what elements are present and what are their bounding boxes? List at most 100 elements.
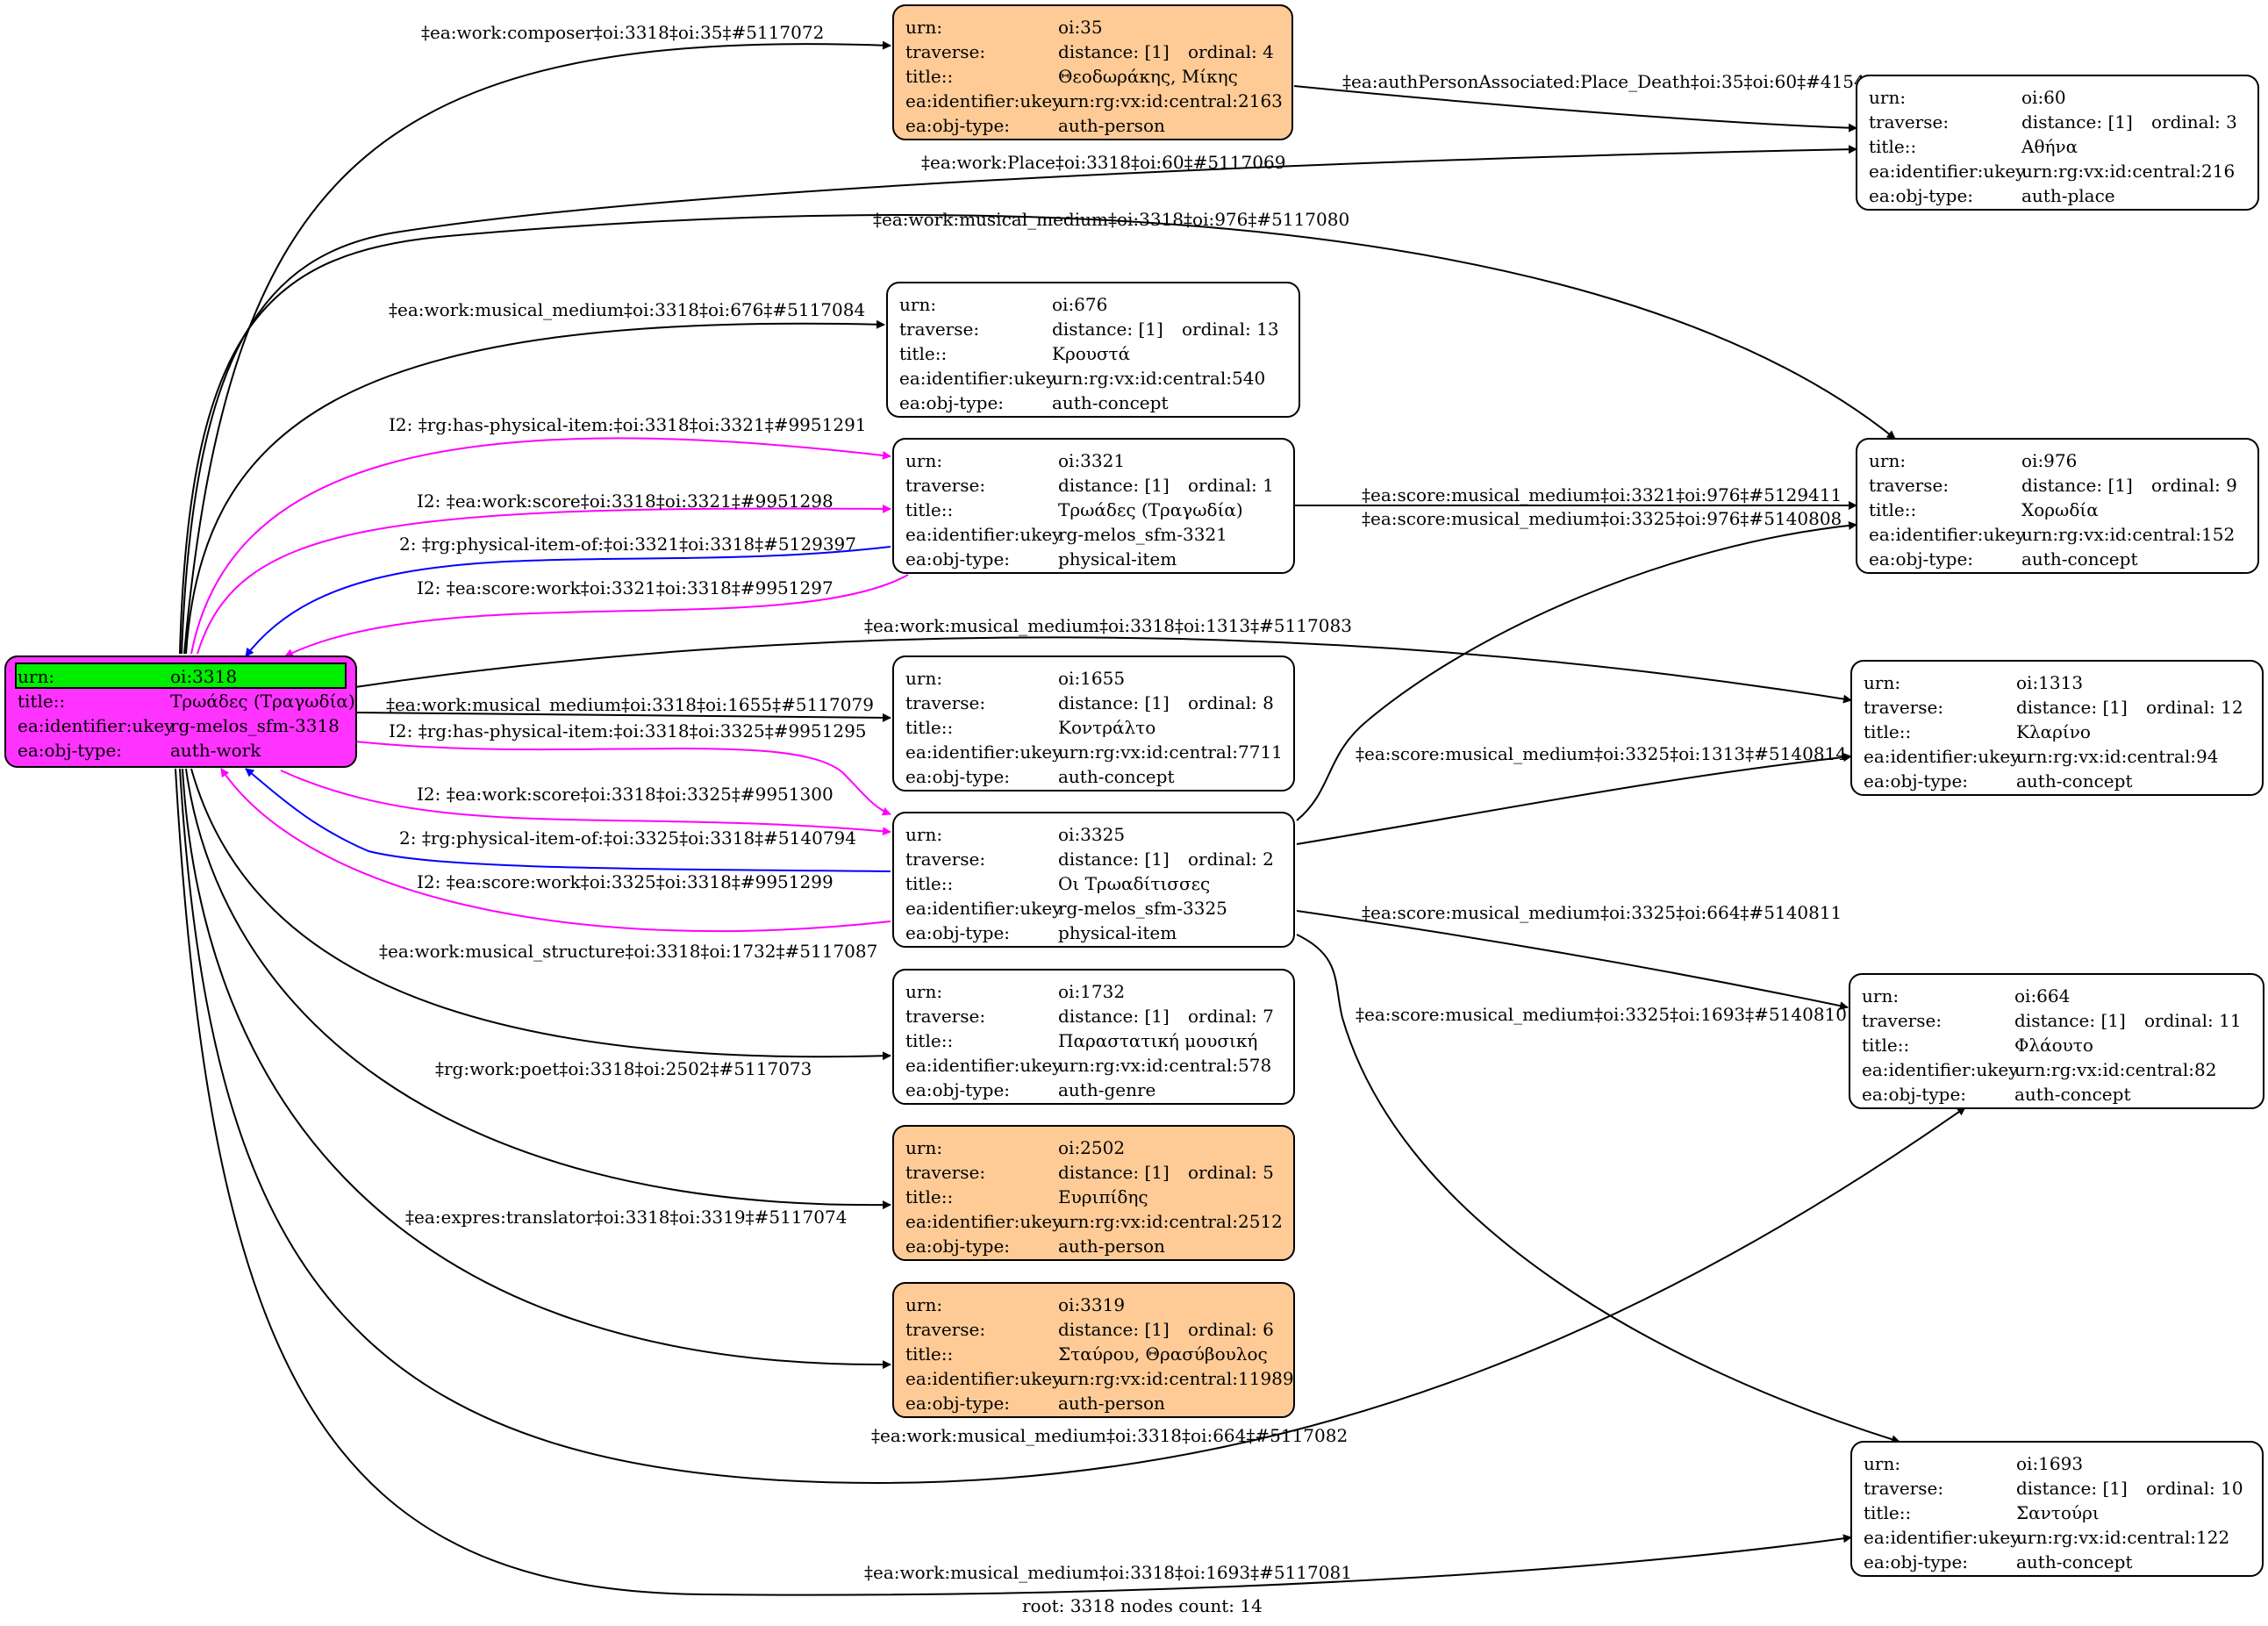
edge-has-physical-3321[interactable]: I2: ‡rg:has-physical-item:‡oi:3318‡oi:33… (190, 414, 891, 655)
node-field-value: rg-melos_sfm-3318 (170, 715, 340, 736)
node-field-label: title:: (905, 873, 953, 894)
edge-score-medium-3321-976[interactable]: ‡ea:score:musical_medium‡oi:3321‡oi:976‡… (1294, 484, 1857, 510)
edge-poet[interactable]: ‡rg:work:poet‡oi:3318‡oi:2502‡#5117073 (185, 768, 891, 1210)
node-field-label: title:: (1862, 1035, 1909, 1056)
edge-has-physical-3325[interactable]: I2: ‡rg:has-physical-item:‡oi:3318‡oi:33… (354, 720, 891, 816)
node-field-value: urn:rg:vx:id:central:152 (2021, 524, 2235, 545)
edge-medium-676[interactable]: ‡ea:work:musical_medium‡oi:3318‡oi:676‡#… (185, 299, 885, 655)
node-field-value: urn:rg:vx:id:central:82 (2014, 1059, 2216, 1080)
edge-score-work-3321[interactable]: I2: ‡ea:score:work‡oi:3321‡oi:3318‡#9951… (284, 574, 909, 657)
edge-composer[interactable]: ‡ea:work:composer‡oi:3318‡oi:35‡#5117072 (183, 22, 891, 655)
edge-medium-1693[interactable]: ‡ea:work:musical_medium‡oi:3318‡oi:1693‡… (175, 768, 1852, 1596)
edge-label: ‡ea:score:musical_medium‡oi:3321‡oi:976‡… (1362, 484, 1842, 505)
edge-translator[interactable]: ‡ea:expres:translator‡oi:3318‡oi:3319‡#5… (182, 768, 891, 1370)
node-field-value: urn:rg:vx:id:central:122 (2016, 1527, 2229, 1548)
node-field-value: distance: [1] (1052, 319, 1163, 340)
node-field-label: traverse: (905, 475, 985, 496)
node-field-value: urn:rg:vx:id:central:7711 (1058, 741, 1283, 763)
node-field-value: distance: [1] (2016, 1478, 2128, 1499)
node-field-value: Κρουστά (1052, 343, 1130, 364)
node-field-value: oi:1732 (1058, 981, 1125, 1002)
node-field-label: traverse: (1864, 697, 1943, 718)
node-field-label: urn: (1869, 450, 1906, 471)
node-field-value: distance: [1] (1058, 1319, 1170, 1340)
node-field-value: oi:976 (2021, 450, 2077, 471)
node-field-value: auth-work (170, 740, 261, 761)
edge-score-medium-3325-976[interactable]: ‡ea:score:musical_medium‡oi:3325‡oi:976‡… (1296, 508, 1857, 821)
node-field-label: ea:obj-type: (1869, 548, 1973, 569)
node-field-label: ea:obj-type: (1864, 1551, 1968, 1572)
node-box (1850, 1441, 2264, 1577)
node-box (892, 438, 1295, 574)
edge-medium-1313[interactable]: ‡ea:work:musical_medium‡oi:3318‡oi:1313‡… (354, 615, 1852, 704)
edge-label: 2: ‡rg:physical-item-of:‡oi:3325‡oi:3318… (399, 827, 856, 849)
node-field-value: oi:1655 (1058, 668, 1125, 689)
node-field-label: ea:obj-type: (905, 922, 1010, 943)
edge-physical-item-of-3325[interactable]: 2: ‡rg:physical-item-of:‡oi:3325‡oi:3318… (245, 768, 891, 872)
node-field-label: urn: (1864, 1453, 1900, 1474)
edge-score-medium-3325-1313[interactable]: ‡ea:score:musical_medium‡oi:3325‡oi:1313… (1296, 743, 1852, 845)
node-field-value: ordinal: 12 (2146, 697, 2243, 718)
node-field-value: urn:rg:vx:id:central:2163 (1058, 90, 1283, 111)
node-field-value: distance: [1] (1058, 1006, 1170, 1027)
edge-medium-976[interactable]: ‡ea:work:musical_medium‡oi:3318‡oi:976‡#… (179, 209, 1896, 655)
node-field-value: distance: [1] (2021, 111, 2133, 133)
edge-medium-664[interactable]: ‡ea:work:musical_medium‡oi:3318‡oi:664‡#… (179, 768, 1966, 1485)
node-field-value: urn:rg:vx:id:central:216 (2021, 161, 2235, 182)
node-field-value: Ευριπίδης (1058, 1186, 1148, 1207)
node-field-value: Τρωάδες (Τραγωδία) (1058, 499, 1243, 520)
node-box (1856, 438, 2259, 574)
node-field-label: urn: (905, 981, 942, 1002)
node-field-value: oi:664 (2014, 985, 2070, 1006)
node-field-value: distance: [1] (2021, 475, 2133, 496)
node-field-label: ea:obj-type: (899, 392, 1004, 413)
node-field-label: ea:identifier:ukey (905, 741, 1062, 763)
node-field-value: auth-genre (1058, 1079, 1155, 1100)
edge-label: ‡ea:work:musical_structure‡oi:3318‡oi:17… (379, 941, 877, 962)
edge-work-place[interactable]: ‡ea:work:Place‡oi:3318‡oi:60‡#5117069 (181, 145, 1857, 655)
edge-musical-structure[interactable]: ‡ea:work:musical_structure‡oi:3318‡oi:17… (190, 768, 891, 1061)
node-field-label: traverse: (1862, 1010, 1942, 1031)
node-field-value: distance: [1] (2016, 697, 2128, 718)
node-field-value: auth-concept (2014, 1084, 2130, 1105)
node-field-value: oi:1313 (2016, 672, 2083, 693)
node-field-value: oi:3325 (1058, 824, 1125, 845)
node-box (892, 4, 1293, 140)
node-field-label: ea:identifier:ukey (905, 524, 1062, 545)
node-field-label: traverse: (905, 1319, 985, 1340)
node-field-label: urn: (1862, 985, 1899, 1006)
edge-score-work-3325[interactable]: I2: ‡ea:score:work‡oi:3325‡oi:3318‡#9951… (220, 768, 891, 933)
edge-medium-1655[interactable]: ‡ea:work:musical_medium‡oi:3318‡oi:1655‡… (354, 694, 891, 722)
node-field-value: distance: [1] (1058, 692, 1170, 713)
edge-label: ‡ea:work:composer‡oi:3318‡oi:35‡#5117072 (421, 22, 824, 43)
edge-physical-item-of-3321[interactable]: 2: ‡rg:physical-item-of:‡oi:3321‡oi:3318… (245, 534, 891, 657)
edge-work-score-3321[interactable]: I2: ‡ea:work:score‡oi:3318‡oi:3321‡#9951… (197, 491, 891, 655)
node-field-label: urn: (905, 668, 942, 689)
node-field-label: title:: (905, 1030, 953, 1051)
edge-label: ‡ea:work:Place‡oi:3318‡oi:60‡#5117069 (921, 152, 1285, 173)
node-field-value: ordinal: 7 (1188, 1006, 1274, 1027)
node-field-label: urn: (905, 450, 942, 471)
edge-work-score-3325[interactable]: I2: ‡ea:work:score‡oi:3318‡oi:3325‡#9951… (280, 770, 891, 836)
node-box (1849, 973, 2264, 1109)
edge-place-death[interactable]: ‡ea:authPersonAssociated:Place_Death‡oi:… (1293, 71, 1865, 133)
node-field-value: Θεοδωράκης, Μίκης (1058, 66, 1238, 87)
node-field-label: ea:obj-type: (1869, 185, 1973, 206)
edge-score-medium-3325-664[interactable]: ‡ea:score:musical_medium‡oi:3325‡oi:664‡… (1296, 902, 1849, 1011)
node-box (892, 1125, 1295, 1261)
edge-score-medium-3325-1693[interactable]: ‡ea:score:musical_medium‡oi:3325‡oi:1693… (1296, 934, 1900, 1444)
